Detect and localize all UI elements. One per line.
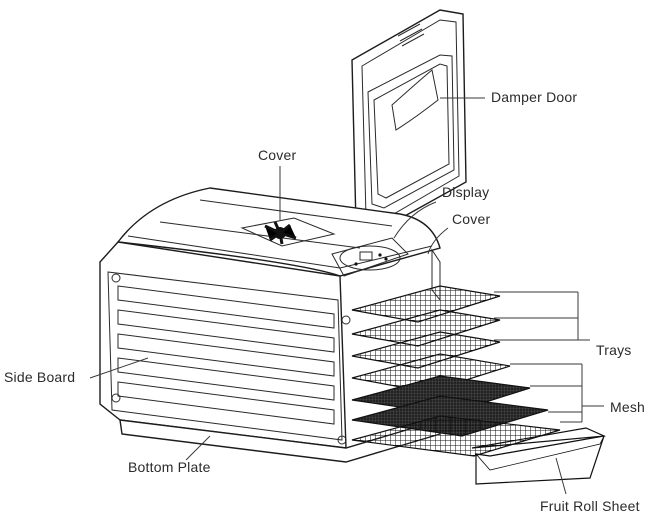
- display-panel: [331, 237, 409, 277]
- fruit-roll-sheet: [471, 427, 607, 485]
- label-side-board: Side Board: [4, 369, 76, 385]
- label-bottom-plate: Bottom Plate: [128, 459, 211, 475]
- damper-door: [351, 9, 467, 233]
- leader-lines: [89, 97, 604, 495]
- fan-icon: [240, 217, 336, 247]
- label-fruit-roll-sheet: Fruit Roll Sheet: [540, 498, 640, 514]
- label-damper-door: Damper Door: [491, 89, 578, 105]
- side-board-louvers: [117, 285, 335, 425]
- label-trays: Trays: [596, 342, 632, 358]
- label-mesh: Mesh: [610, 399, 646, 415]
- label-cover-top: Cover: [258, 147, 297, 163]
- label-display: Display: [442, 184, 490, 200]
- dehydrator-body: [99, 187, 441, 463]
- trays-stack: [351, 285, 561, 457]
- label-cover-display: Cover: [452, 211, 491, 227]
